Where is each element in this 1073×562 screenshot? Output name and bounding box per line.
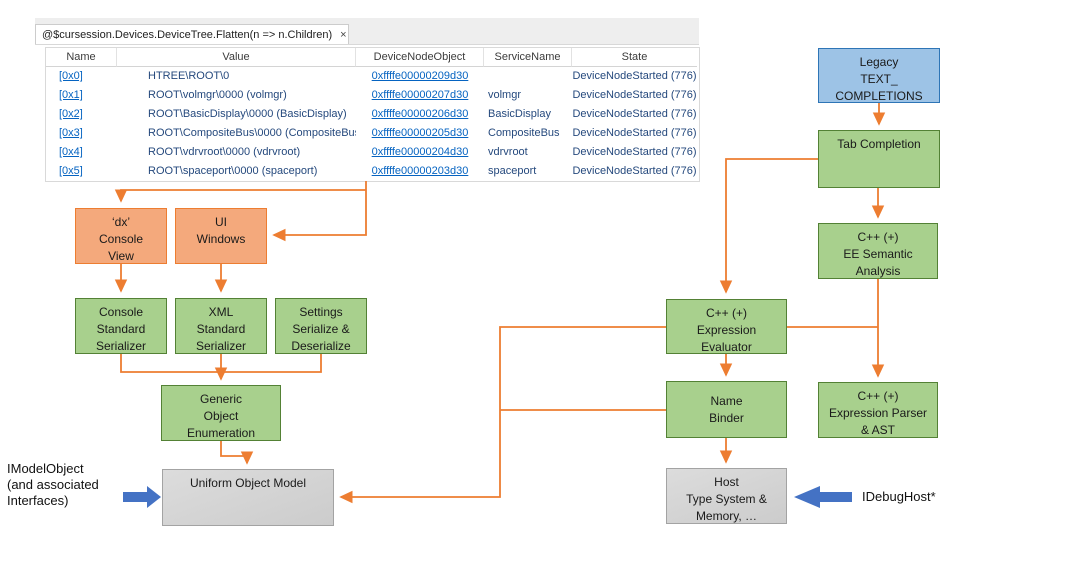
imodelobject-block-arrow-icon [123,486,161,508]
row-value: HTREE\ROOT\0 [148,70,230,82]
node-ee-semantic-analysis: C++ (+) EE Semantic Analysis [818,223,938,279]
table-row: [0x2] ROOT\BasicDisplay\0000 (BasicDispl… [46,105,699,124]
connector-table-to-ui-windows [272,181,367,242]
node-tab-completion: Tab Completion [818,130,940,188]
node-xml-standard-serializer: XML Standard Serializer [175,298,267,354]
node-host-type-system: Host Type System & Memory, … [666,468,787,524]
device-node-object-link[interactable]: 0xffffe00000206d30 [371,108,469,120]
row-value: ROOT\volmgr\0000 (volmgr) [148,89,287,101]
row-service-name: spaceport [488,165,537,177]
row-state: DeviceNodeStarted (776) [572,165,697,177]
row-index-link[interactable]: [0x0] [59,70,83,82]
row-value: ROOT\spaceport\0000 (spaceport) [148,165,318,177]
table-row: [0x0] HTREE\ROOT\0 0xffffe00000209d30 De… [46,67,699,86]
tab-strip: @$cursession.Devices.DeviceTree.Flatten(… [35,18,699,45]
table-row: [0x5] ROOT\spaceport\0000 (spaceport) 0x… [46,162,699,181]
device-node-object-link[interactable]: 0xffffe00000204d30 [371,146,469,158]
row-value: ROOT\CompositeBus\0000 (CompositeBus) [148,127,356,139]
device-node-object-link[interactable]: 0xffffe00000203d30 [371,165,469,177]
table-row: [0x4] ROOT\vdrvroot\0000 (vdrvroot) 0xff… [46,143,699,162]
tab-close-icon[interactable]: × [340,28,347,41]
row-service-name: vdrvroot [488,146,528,158]
col-header-devicenodeobject[interactable]: DeviceNodeObject [356,48,484,67]
device-node-object-link[interactable]: 0xffffe00000205d30 [371,127,469,139]
connector-tab-completion-to-expr-eval [719,158,818,294]
node-uniform-object-model: Uniform Object Model [162,469,334,526]
table-row: [0x1] ROOT\volmgr\0000 (volmgr) 0xffffe0… [46,86,699,105]
row-state: DeviceNodeStarted (776) [572,89,697,101]
row-state: DeviceNodeStarted (776) [572,127,697,139]
row-state: DeviceNodeStarted (776) [572,146,697,158]
connector-generic-enum-to-uom [220,441,254,465]
col-header-value[interactable]: Value [117,48,356,67]
device-node-object-link[interactable]: 0xffffe00000207d30 [371,89,469,101]
table-header-row: Name Value DeviceNodeObject ServiceName … [46,48,699,67]
row-service-name: volmgr [488,89,522,101]
row-index-link[interactable]: [0x1] [59,89,83,101]
col-header-servicename[interactable]: ServiceName [484,48,572,67]
node-dx-console-view: ‘dx’ Console View [75,208,167,264]
node-generic-object-enumeration: Generic Object Enumeration [161,385,281,441]
row-state: DeviceNodeStarted (776) [572,70,697,82]
row-value: ROOT\BasicDisplay\0000 (BasicDisplay) [148,108,347,120]
col-header-state[interactable]: State [572,48,697,67]
row-index-link[interactable]: [0x4] [59,146,83,158]
row-service-name: BasicDisplay [488,108,551,120]
node-settings-serialize-deserialize: Settings Serialize & Deserialize [275,298,367,354]
connector-expr-eval-to-uom [339,326,666,504]
tab-title: @$cursession.Devices.DeviceTree.Flatten(… [42,28,333,41]
node-console-standard-serializer: Console Standard Serializer [75,298,167,354]
node-name-binder: Name Binder [666,381,787,438]
row-service-name: CompositeBus [488,127,560,139]
node-expression-evaluator: C++ (+) Expression Evaluator [666,299,787,354]
node-legacy-text-completions: Legacy TEXT_ COMPLETIONS [818,48,940,103]
connector-table-to-dx-console [114,189,366,203]
tab-watch-expression[interactable]: @$cursession.Devices.DeviceTree.Flatten(… [35,24,349,44]
row-state: DeviceNodeStarted (776) [572,108,697,120]
row-index-link[interactable]: [0x2] [59,108,83,120]
label-imodelobject: IModelObject (and associated Interfaces) [7,461,99,508]
device-node-object-link[interactable]: 0xffffe00000209d30 [371,70,469,82]
label-idebughost: IDebugHost* [862,489,936,504]
row-value: ROOT\vdrvroot\0000 (vdrvroot) [148,146,301,158]
row-index-link[interactable]: [0x3] [59,127,83,139]
row-index-link[interactable]: [0x5] [59,165,83,177]
node-expression-parser-ast: C++ (+) Expression Parser & AST [818,382,938,438]
device-tree-table: Name Value DeviceNodeObject ServiceName … [45,47,700,182]
col-header-name[interactable]: Name [46,48,117,67]
idebughost-block-arrow-icon [794,486,852,508]
node-ui-windows: UI Windows [175,208,267,264]
table-row: [0x3] ROOT\CompositeBus\0000 (CompositeB… [46,124,699,143]
